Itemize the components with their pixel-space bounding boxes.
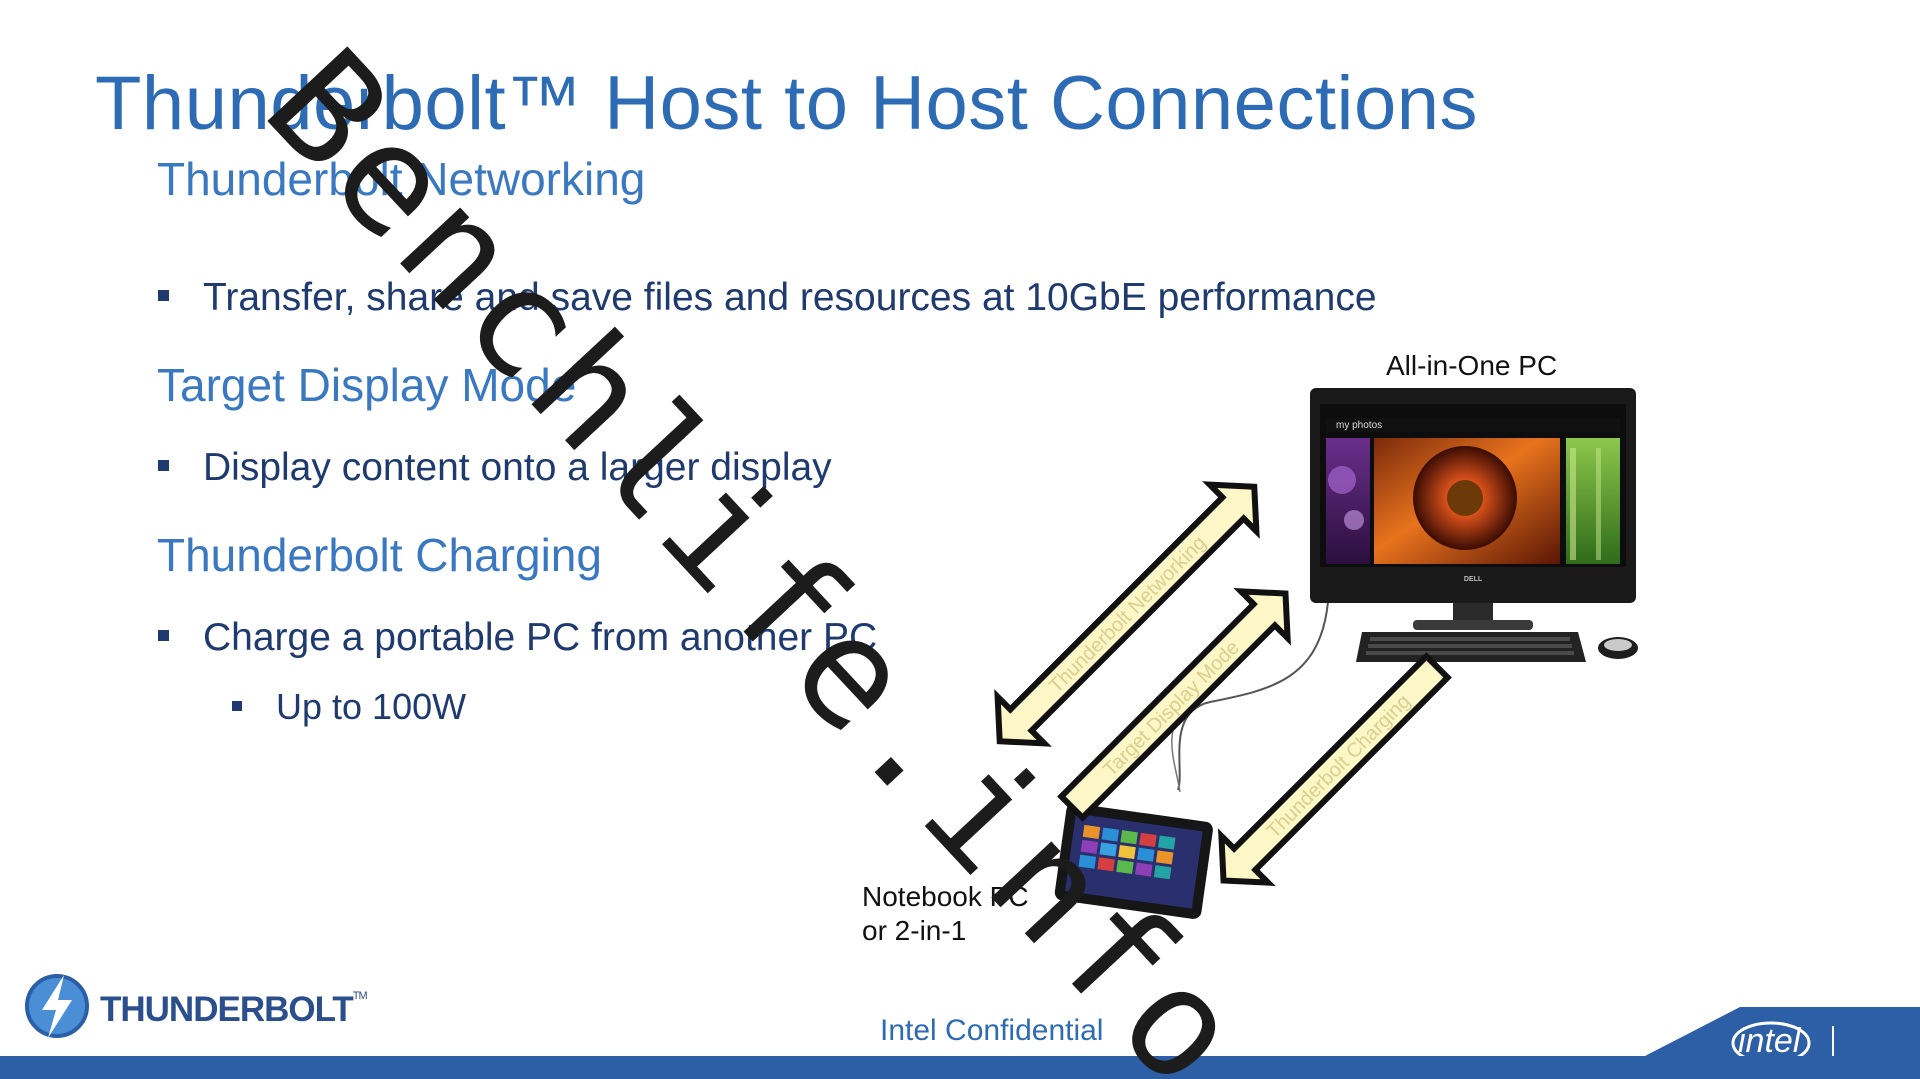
bullet-marker	[158, 460, 169, 472]
bullet-networking-text: Transfer, share and save files and resou…	[203, 276, 1377, 319]
bullet-marker	[158, 290, 169, 302]
heading-target-display-mode: Target Display Mode	[157, 359, 577, 411]
intel-footer-wedge	[1645, 1007, 1920, 1056]
bullet-display: Display content onto a larger display	[158, 446, 832, 490]
bullet-networking: Transfer, share and save files and resou…	[158, 276, 1377, 320]
thunderbolt-brand-word: THUNDERBOLT	[100, 990, 354, 1029]
cable-networking	[1177, 601, 1329, 791]
arrow-target-display-mode: Target Display Mode	[1057, 588, 1291, 822]
thunderbolt-brand-tm: TM	[352, 990, 368, 1002]
label-or-2-in-1: or 2-in-1	[862, 915, 967, 946]
arrow-thunderbolt-charging: Thunderbolt Charging	[1218, 652, 1452, 886]
arrow-thunderbolt-networking: Thunderbolt Networking	[994, 481, 1260, 747]
label-notebook-pc: Notebook PC	[862, 881, 1029, 912]
intel-logo-text: intel	[1738, 1022, 1801, 1060]
all-in-one-pc: my photos DELL	[1310, 388, 1638, 662]
footer-bar	[0, 1056, 1920, 1079]
thunderbolt-brand-text: THUNDERBOLTTM	[100, 990, 368, 1030]
intel-confidential-text: Intel Confidential	[880, 1014, 1104, 1047]
label-all-in-one-pc: All-in-One PC	[1386, 350, 1558, 381]
bullet-charging-text: Charge a portable PC from another PC	[203, 616, 878, 659]
bullet-display-text: Display content onto a larger display	[203, 446, 832, 489]
arrow-charging-label: Thunderbolt Charging	[1263, 690, 1415, 842]
arrow-display-label: Target Display Mode	[1099, 637, 1243, 781]
sub-bullet-100w-text: Up to 100W	[276, 686, 467, 727]
bullet-charging: Charge a portable PC from another PC	[158, 616, 877, 660]
bullet-marker	[232, 701, 242, 712]
tablet-start-tiles	[1078, 824, 1176, 880]
thunderbolt-logo-icon	[25, 974, 89, 1038]
slide-title: Thunderbolt™ Host to Host Connections	[95, 61, 1478, 146]
heading-thunderbolt-networking: Thunderbolt Networking	[157, 153, 646, 205]
bullet-marker	[158, 630, 169, 642]
sub-bullet-100w: Up to 100W	[232, 686, 466, 728]
monitor-brand: DELL	[1464, 576, 1483, 583]
screen-app-title: my photos	[1336, 420, 1382, 431]
notebook-tablet	[1054, 803, 1213, 919]
heading-thunderbolt-charging: Thunderbolt Charging	[157, 529, 602, 581]
